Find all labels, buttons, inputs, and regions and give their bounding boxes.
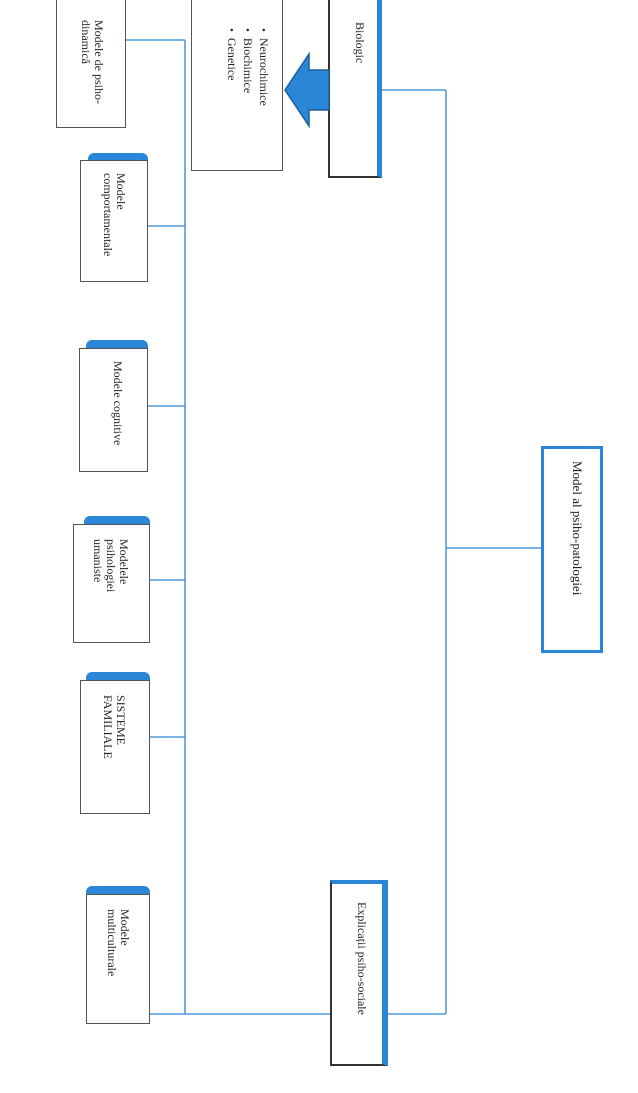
biologic-node: Biologic bbox=[328, 0, 382, 178]
bullet-icon: • bbox=[257, 28, 269, 32]
model-psychodynamic: Modele de psiho-dinamică bbox=[56, 0, 126, 128]
tab-accent bbox=[86, 886, 150, 896]
biologic-item-2: • Biochimice bbox=[241, 28, 255, 94]
biologic-item-3: • Genetice bbox=[225, 28, 239, 81]
model-cognitive-label: Modele cognitive bbox=[111, 361, 125, 446]
biologic-label: Biologic bbox=[353, 22, 367, 64]
bullet-icon: • bbox=[241, 28, 253, 32]
root-label: Model al psiho-patologiei bbox=[570, 461, 585, 596]
model-psychodynamic-label: Modele de psiho-dinamică bbox=[79, 20, 106, 104]
model-cognitive: Modele cognitive bbox=[79, 348, 148, 472]
biologic-item-1: • Neurochimice bbox=[257, 28, 271, 106]
root-node: Model al psiho-patologiei bbox=[541, 446, 603, 653]
tab-accent bbox=[88, 153, 148, 163]
arrow-icon bbox=[284, 52, 330, 128]
psychosocial-label: Explicații psiho-sociale bbox=[355, 902, 369, 1015]
biologic-items-box: • Neurochimice • Biochimice • Genetice bbox=[191, 0, 283, 171]
tab-accent bbox=[84, 516, 150, 526]
bullet-icon: • bbox=[225, 28, 237, 32]
tab-accent bbox=[86, 672, 150, 682]
tab-accent bbox=[86, 340, 148, 350]
psychosocial-node: Explicații psiho-sociale bbox=[330, 880, 388, 1066]
